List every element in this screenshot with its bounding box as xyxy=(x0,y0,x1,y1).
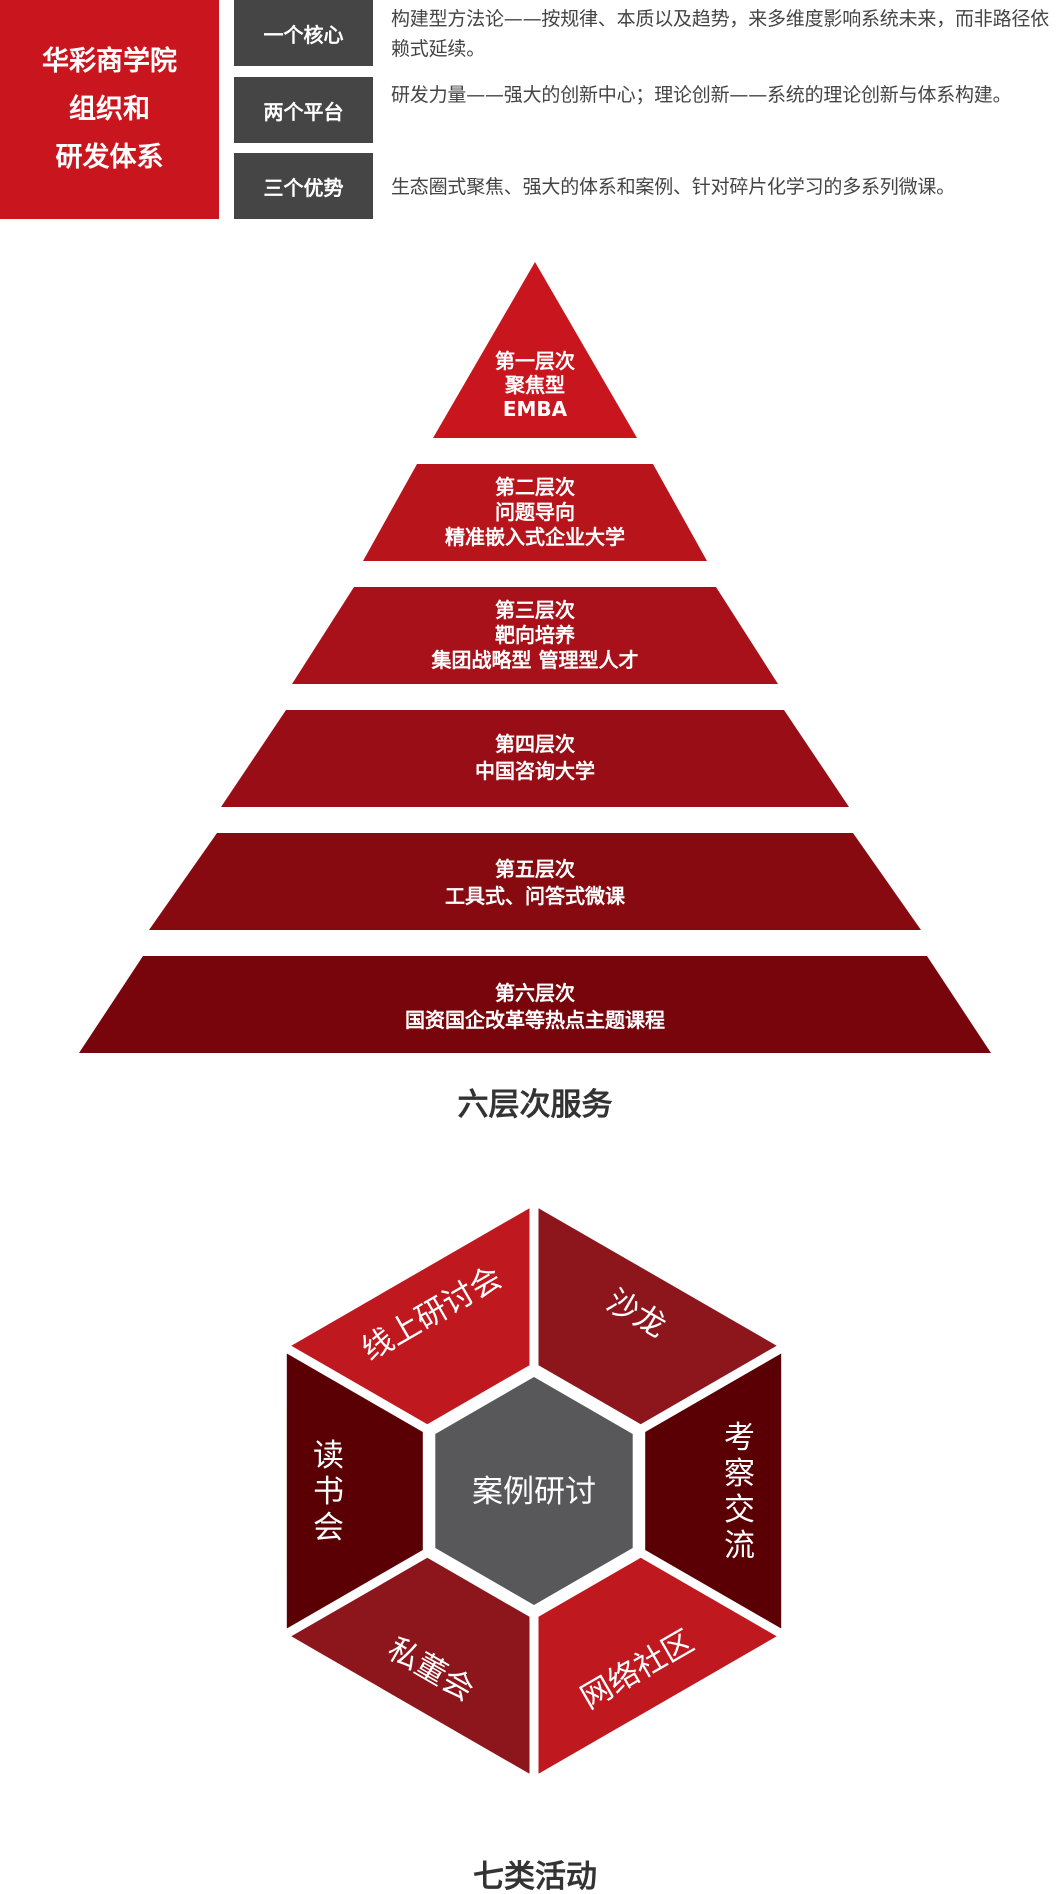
pyramid-layer-2-text: 精准嵌入式企业大学 xyxy=(445,525,625,549)
pyramid-layer-2-text: 问题导向 xyxy=(495,500,575,524)
brand-line: 组织和 xyxy=(69,93,150,125)
pyramid-layer-6-text: 国资国企改革等热点主题课程 xyxy=(405,1008,665,1032)
pyramid-layer-5-text: 第五层次 xyxy=(495,857,575,881)
seven-activities-hexagon: 线上研讨会沙龙考察交流网络社区私董会读书会案例研讨 xyxy=(286,1208,782,1774)
desc-core: 构建型方法论——按规律、本质以及趋势，来多维度影响系统未来，而非路径依赖式延续。 xyxy=(391,8,1050,60)
tag-platforms: 两个平台 xyxy=(234,77,373,143)
pyramid-layer-3-text: 第三层次 xyxy=(495,598,575,622)
hexagon-segment-3 xyxy=(645,1353,782,1629)
hexagon-segment-6-char: 读 xyxy=(313,1438,344,1474)
desc-advantages: 生态圈式聚焦、强大的体系和案例、针对碎片化学习的多系列微课。 xyxy=(391,176,956,198)
brand-line: 研发体系 xyxy=(55,141,164,173)
hexagon-segment-1 xyxy=(291,1208,530,1425)
pyramid-layer-2 xyxy=(363,464,707,561)
hexagon-segment-2 xyxy=(538,1208,777,1425)
pyramid-layer-3 xyxy=(292,587,778,684)
hexagon-caption: 七类活动 xyxy=(473,1859,597,1894)
pyramid-layer-4-text: 第四层次 xyxy=(495,732,575,756)
pyramid-layer-1-text: EMBA xyxy=(503,397,568,421)
pyramid-caption: 六层次服务 xyxy=(458,1087,613,1123)
pyramid-layer-4-text: 中国咨询大学 xyxy=(475,759,595,783)
tag-core: 一个核心 xyxy=(234,0,373,66)
tag-advantages: 三个优势 xyxy=(234,153,373,219)
hexagon-center xyxy=(435,1377,633,1605)
hexagon-segment-3-char: 交 xyxy=(724,1492,755,1528)
pyramid-layer-2-text: 第二层次 xyxy=(495,475,575,499)
hexagon-segment-6-char: 会 xyxy=(313,1510,344,1546)
pyramid-layer-3-text: 靶向培养 xyxy=(495,623,575,647)
hexagon-segment-5 xyxy=(291,1557,530,1774)
hexagon-segment-3-char: 察 xyxy=(724,1456,755,1492)
brand-line: 华彩商学院 xyxy=(42,45,177,77)
desc-platforms: 研发力量——强大的创新中心；理论创新——系统的理论创新与体系构建。 xyxy=(391,84,1012,106)
pyramid-layer-3-text: 集团战略型 管理型人才 xyxy=(431,648,639,672)
hexagon-segment-6-char: 书 xyxy=(313,1474,344,1510)
pyramid-layer-6 xyxy=(79,956,991,1053)
hexagon-segment-4 xyxy=(538,1557,777,1774)
hexagon-segment-3-char: 考 xyxy=(724,1420,755,1456)
pyramid-layer-1-text: 聚焦型 xyxy=(504,373,565,397)
pyramid-layer-1-text: 第一层次 xyxy=(495,349,575,373)
pyramid-layer-5-text: 工具式、问答式微课 xyxy=(445,884,626,908)
pyramid-layer-6-text: 第六层次 xyxy=(495,981,575,1005)
brand-box: 华彩商学院 组织和 研发体系 xyxy=(0,0,219,219)
hexagon-segment-3-char: 流 xyxy=(724,1528,755,1564)
hexagon-center-label: 案例研讨 xyxy=(472,1474,596,1510)
pyramid-layer-4 xyxy=(221,710,849,807)
pyramid-layer-5 xyxy=(149,833,921,930)
hexagon-segment-6 xyxy=(286,1353,423,1629)
pyramid-layer-1 xyxy=(433,262,637,438)
